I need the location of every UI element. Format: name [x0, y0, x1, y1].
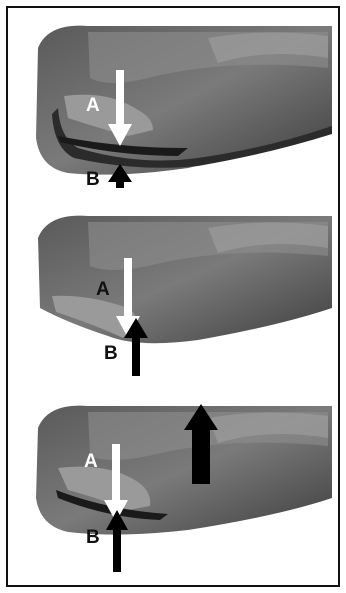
figure-frame: A B A B [6, 6, 340, 587]
panel-1: A B [28, 18, 332, 188]
casting-image-2 [28, 208, 332, 378]
casting-image-1 [28, 18, 332, 188]
label-a-3: A [84, 452, 98, 471]
casting-image-3 [28, 398, 332, 578]
label-a-2: A [96, 280, 110, 299]
panel-2: A B [28, 208, 332, 378]
label-a-1: A [86, 96, 100, 115]
label-b-1: B [86, 170, 100, 189]
label-b-3: B [86, 528, 100, 547]
panel-3: A B [28, 398, 332, 568]
label-b-2: B [104, 344, 118, 363]
